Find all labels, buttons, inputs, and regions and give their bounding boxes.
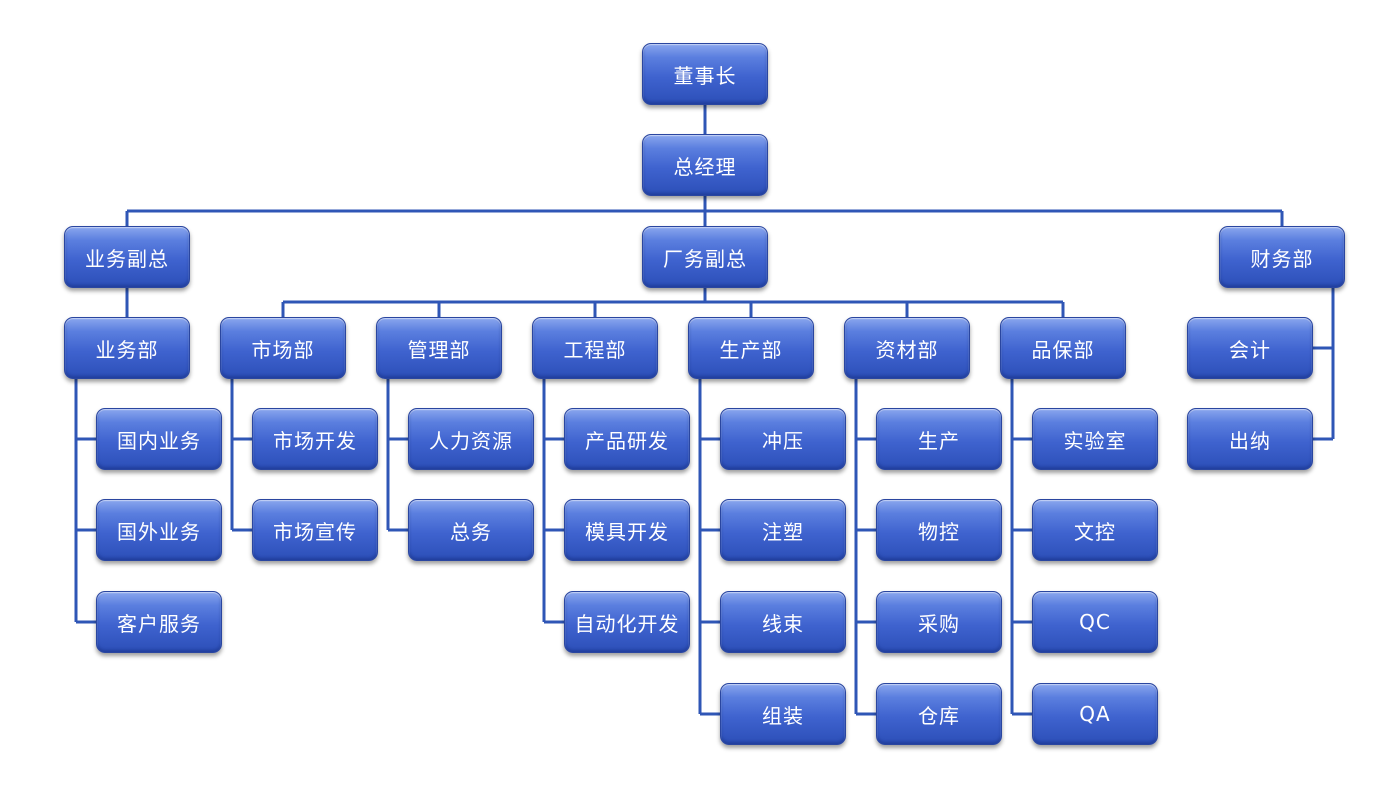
node-engineering-sub-2: 自动化开发 bbox=[564, 591, 690, 653]
node-label: 业务部 bbox=[95, 337, 159, 362]
node-chairman: 董事长 bbox=[642, 43, 768, 105]
node-market-sub-1: 市场宣传 bbox=[252, 499, 378, 561]
node-quality-sub-0: 实验室 bbox=[1032, 408, 1158, 470]
node-label: 人力资源 bbox=[429, 428, 513, 453]
node-production-sub-3: 组装 bbox=[720, 683, 846, 745]
node-management-sub-0: 人力资源 bbox=[408, 408, 534, 470]
node-label: 财务部 bbox=[1250, 246, 1314, 271]
node-quality-sub-1: 文控 bbox=[1032, 499, 1158, 561]
node-label: 注塑 bbox=[762, 519, 804, 544]
node-market-sub-0: 市场开发 bbox=[252, 408, 378, 470]
node-label: 厂务副总 bbox=[663, 246, 747, 271]
node-vp-factory: 厂务副总 bbox=[642, 226, 768, 288]
node-label: QA bbox=[1079, 702, 1111, 726]
node-label: 冲压 bbox=[762, 428, 804, 453]
node-business-sub-1: 国外业务 bbox=[96, 499, 222, 561]
node-production-sub-2: 线束 bbox=[720, 591, 846, 653]
node-label: 市场部 bbox=[251, 337, 315, 362]
node-business-sub-2: 客户服务 bbox=[96, 591, 222, 653]
node-production-sub-0: 冲压 bbox=[720, 408, 846, 470]
node-materials-sub-2: 采购 bbox=[876, 591, 1002, 653]
node-dept-production: 生产部 bbox=[688, 317, 814, 379]
node-label: 线束 bbox=[762, 611, 804, 636]
node-materials-sub-3: 仓库 bbox=[876, 683, 1002, 745]
node-label: 模具开发 bbox=[585, 519, 669, 544]
node-label: 品保部 bbox=[1031, 337, 1095, 362]
node-label: 生产部 bbox=[719, 337, 783, 362]
node-quality-sub-3: QA bbox=[1032, 683, 1158, 745]
node-label: 组装 bbox=[762, 703, 804, 728]
node-label: 市场开发 bbox=[273, 428, 357, 453]
node-label: 国内业务 bbox=[117, 428, 201, 453]
node-label: 董事长 bbox=[673, 63, 737, 88]
node-label: 自动化开发 bbox=[574, 611, 680, 636]
node-label: 生产 bbox=[918, 428, 960, 453]
node-label: 物控 bbox=[918, 519, 960, 544]
node-finance-sub-0: 会计 bbox=[1187, 317, 1313, 379]
node-materials-sub-0: 生产 bbox=[876, 408, 1002, 470]
node-label: 国外业务 bbox=[117, 519, 201, 544]
node-finance-sub-1: 出纳 bbox=[1187, 408, 1313, 470]
node-dept-materials: 资材部 bbox=[844, 317, 970, 379]
node-management-sub-1: 总务 bbox=[408, 499, 534, 561]
node-label: 工程部 bbox=[563, 337, 627, 362]
node-label: 市场宣传 bbox=[273, 519, 357, 544]
node-business-sub-0: 国内业务 bbox=[96, 408, 222, 470]
node-label: 总经理 bbox=[673, 154, 737, 179]
node-label: 文控 bbox=[1074, 519, 1116, 544]
node-business-dept: 业务部 bbox=[64, 317, 190, 379]
node-label: 实验室 bbox=[1063, 428, 1127, 453]
node-label: 客户服务 bbox=[117, 611, 201, 636]
node-label: QC bbox=[1079, 610, 1111, 634]
node-label: 会计 bbox=[1229, 337, 1271, 362]
node-label: 仓库 bbox=[918, 703, 960, 728]
node-dept-market: 市场部 bbox=[220, 317, 346, 379]
node-engineering-sub-0: 产品研发 bbox=[564, 408, 690, 470]
node-dept-management: 管理部 bbox=[376, 317, 502, 379]
node-engineering-sub-1: 模具开发 bbox=[564, 499, 690, 561]
node-label: 管理部 bbox=[407, 337, 471, 362]
node-label: 资材部 bbox=[875, 337, 939, 362]
node-label: 采购 bbox=[918, 611, 960, 636]
node-dept-engineering: 工程部 bbox=[532, 317, 658, 379]
node-label: 产品研发 bbox=[585, 428, 669, 453]
node-finance-dept: 财务部 bbox=[1219, 226, 1345, 288]
node-label: 总务 bbox=[450, 519, 492, 544]
node-materials-sub-1: 物控 bbox=[876, 499, 1002, 561]
node-label: 出纳 bbox=[1229, 428, 1271, 453]
node-label: 业务副总 bbox=[85, 246, 169, 271]
node-quality-sub-2: QC bbox=[1032, 591, 1158, 653]
node-dept-quality: 品保部 bbox=[1000, 317, 1126, 379]
node-general-manager: 总经理 bbox=[642, 134, 768, 196]
node-production-sub-1: 注塑 bbox=[720, 499, 846, 561]
node-vp-business: 业务副总 bbox=[64, 226, 190, 288]
